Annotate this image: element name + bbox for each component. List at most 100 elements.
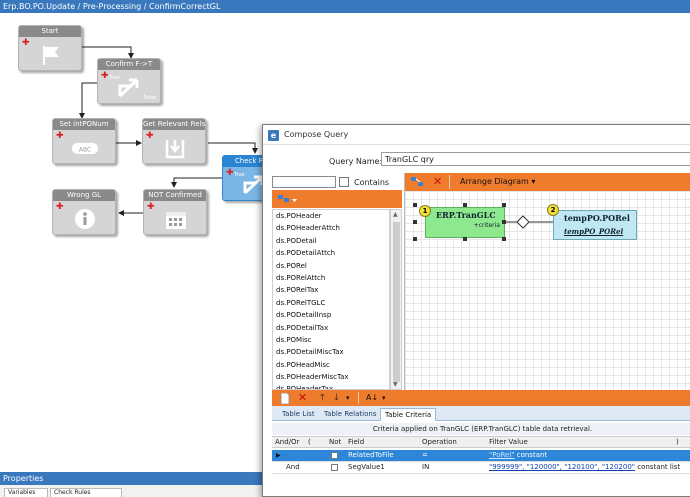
dataset-dropdown-icon[interactable] — [278, 193, 298, 205]
col-not: Not — [329, 438, 342, 446]
table-list-item[interactable]: ds.PODetailAttch — [276, 249, 336, 258]
node-start[interactable]: Start ✚ — [18, 25, 82, 71]
add-icon[interactable]: ✚ — [22, 38, 30, 48]
table-list-item[interactable]: ds.POHeaderTax — [276, 385, 334, 390]
move-up-icon[interactable]: 🡑 — [320, 393, 325, 403]
col-operation: Operation — [422, 438, 457, 446]
link-tables-icon[interactable] — [411, 176, 425, 188]
decision-arrow-icon — [118, 78, 139, 98]
add-icon[interactable]: ✚ — [101, 71, 109, 81]
node-not-confirmed[interactable]: NOT Confirmed ✚ — [143, 189, 207, 235]
table-list-item[interactable]: ds.PODetail — [276, 236, 317, 245]
row-selector-icon: ▶ — [276, 452, 281, 459]
col-open-paren: ( — [308, 438, 311, 446]
info-icon — [75, 209, 95, 229]
calendar-icon — [166, 212, 186, 229]
table-list-scrollbar[interactable]: ▲ ▼ — [390, 209, 402, 390]
tab-table-criteria[interactable]: Table Criteria — [380, 408, 437, 421]
row-andor[interactable]: And — [286, 463, 300, 471]
table-search-input[interactable] — [272, 176, 336, 188]
not-checkbox[interactable] — [331, 452, 338, 459]
dialog-titlebar[interactable]: e Compose Query — [263, 125, 690, 145]
add-icon[interactable]: ✚ — [147, 202, 155, 212]
criteria-row[interactable]: And SegValue1 IN "999999", "120000", "12… — [272, 462, 690, 474]
tab-variables[interactable]: Variables — [4, 488, 48, 497]
table-list-item[interactable]: ds.PODetailInsp — [276, 311, 332, 320]
row-field[interactable]: SegValue1 — [348, 463, 385, 471]
table-list-item[interactable]: ds.POHeaderAttch — [276, 224, 340, 233]
row-filter[interactable]: "999999", "120000", "120100", "120200" c… — [489, 462, 689, 473]
scroll-up-icon[interactable]: ▲ — [393, 211, 398, 218]
row-operation[interactable]: IN — [422, 463, 430, 471]
resize-handle[interactable] — [502, 220, 506, 224]
sort-az-icon[interactable]: A↓ — [366, 393, 379, 402]
diagram-table2-badge: 2 — [547, 204, 559, 216]
diagram-table1-badge: 1 — [419, 205, 431, 217]
query-name-input[interactable] — [381, 152, 690, 166]
contains-label: Contains — [354, 178, 390, 187]
add-icon[interactable]: ✚ — [226, 168, 234, 178]
toolbar-separator — [358, 392, 359, 404]
row-filter[interactable]: "PoRel" constant — [489, 450, 669, 461]
table-list-item[interactable]: ds.PORelAttch — [276, 273, 326, 282]
row-operation[interactable]: = — [422, 451, 428, 459]
app-logo-icon: e — [268, 130, 279, 141]
node-notconf-label: NOT Confirmed — [144, 190, 206, 201]
diagram-table-porel[interactable]: tempPO.PORel tempPO_PORel — [553, 210, 637, 240]
resize-handle[interactable] — [463, 203, 467, 207]
node-get-relevant-rels[interactable]: Get Relevant Rels ✚ — [142, 118, 206, 164]
scroll-down-icon[interactable]: ▼ — [393, 381, 398, 388]
table-list-item[interactable]: ds.POMisc — [276, 335, 312, 344]
node-wronggl-label: Wrong GL — [53, 190, 115, 201]
resize-handle[interactable] — [413, 237, 417, 241]
table-list-item[interactable]: ds.POHeaderMiscTax — [276, 373, 349, 382]
arrange-diagram-button[interactable]: Arrange Diagram ▾ — [460, 177, 536, 186]
table-list-item[interactable]: ds.PODetailMiscTax — [276, 348, 344, 357]
table-list[interactable]: ds.POHeader ds.POHeaderAttch ds.PODetail ds… — [272, 209, 390, 390]
resize-handle[interactable] — [502, 203, 506, 207]
flag-icon — [43, 46, 59, 65]
toolbar-separator — [449, 175, 450, 189]
properties-tabs: Variables Check Rules — [0, 485, 270, 497]
tab-table-relations[interactable]: Table Relations — [324, 410, 377, 418]
add-icon[interactable]: ✚ — [56, 131, 64, 141]
criteria-caption: Criteria applied on TranGLC (ERP.TranGLC… — [272, 423, 690, 435]
dropdown-chevron-icon[interactable]: ▾ — [382, 394, 386, 402]
delete-icon[interactable]: ✕ — [433, 175, 443, 188]
true-branch-label: True — [109, 75, 120, 81]
node-start-label: Start — [19, 26, 81, 37]
diagram-table-trangl[interactable]: ERP.TranGLC +criteria — [425, 207, 505, 238]
dropdown-chevron-icon[interactable]: ▾ — [346, 394, 350, 402]
table-list-item[interactable]: ds.PODetailTax — [276, 323, 329, 332]
add-icon[interactable]: ✚ — [146, 131, 154, 141]
table-list-item[interactable]: ds.PORelTax — [276, 286, 319, 295]
new-row-icon[interactable] — [280, 393, 290, 404]
node-wrong-gl[interactable]: Wrong GL ✚ — [52, 189, 116, 235]
criteria-row[interactable]: ▶ RelatedToFile = "PoRel" constant — [272, 450, 690, 462]
table-list-item[interactable]: ds.POHeadMisc — [276, 360, 330, 369]
move-down-icon[interactable]: 🡓 — [334, 393, 339, 403]
filter-value-link[interactable]: "999999", "120000", "120100", "120200" — [489, 463, 635, 471]
resize-handle[interactable] — [502, 237, 506, 241]
contains-checkbox[interactable] — [339, 177, 349, 187]
diagram-canvas[interactable]: ERP.TranGLC +criteria 1 tempPO.PORel tem… — [405, 191, 690, 390]
tab-table-list[interactable]: Table List — [282, 410, 315, 418]
table-picker-toolbar — [272, 190, 402, 208]
scroll-thumb[interactable] — [393, 222, 400, 382]
add-icon[interactable]: ✚ — [56, 202, 64, 212]
resize-handle[interactable] — [413, 203, 417, 207]
table-list-item[interactable]: ds.POHeader — [276, 212, 322, 220]
row-field[interactable]: RelatedToFile — [348, 451, 394, 459]
node-set-variable[interactable]: Set intPONum ✚ ABC — [52, 118, 116, 164]
table-list-item[interactable]: ds.PORelTGLC — [276, 298, 326, 307]
node-confirm[interactable]: Confirm F->T ✚ True False — [97, 58, 161, 104]
resize-handle[interactable] — [463, 237, 467, 241]
table-list-item[interactable]: ds.PORel — [276, 261, 307, 270]
resize-handle[interactable] — [413, 220, 417, 224]
tab-check-rules[interactable]: Check Rules — [50, 488, 122, 497]
filter-value-link[interactable]: "PoRel" — [489, 451, 515, 459]
not-checkbox[interactable] — [331, 464, 338, 471]
delete-row-icon[interactable]: ✕ — [298, 391, 308, 404]
